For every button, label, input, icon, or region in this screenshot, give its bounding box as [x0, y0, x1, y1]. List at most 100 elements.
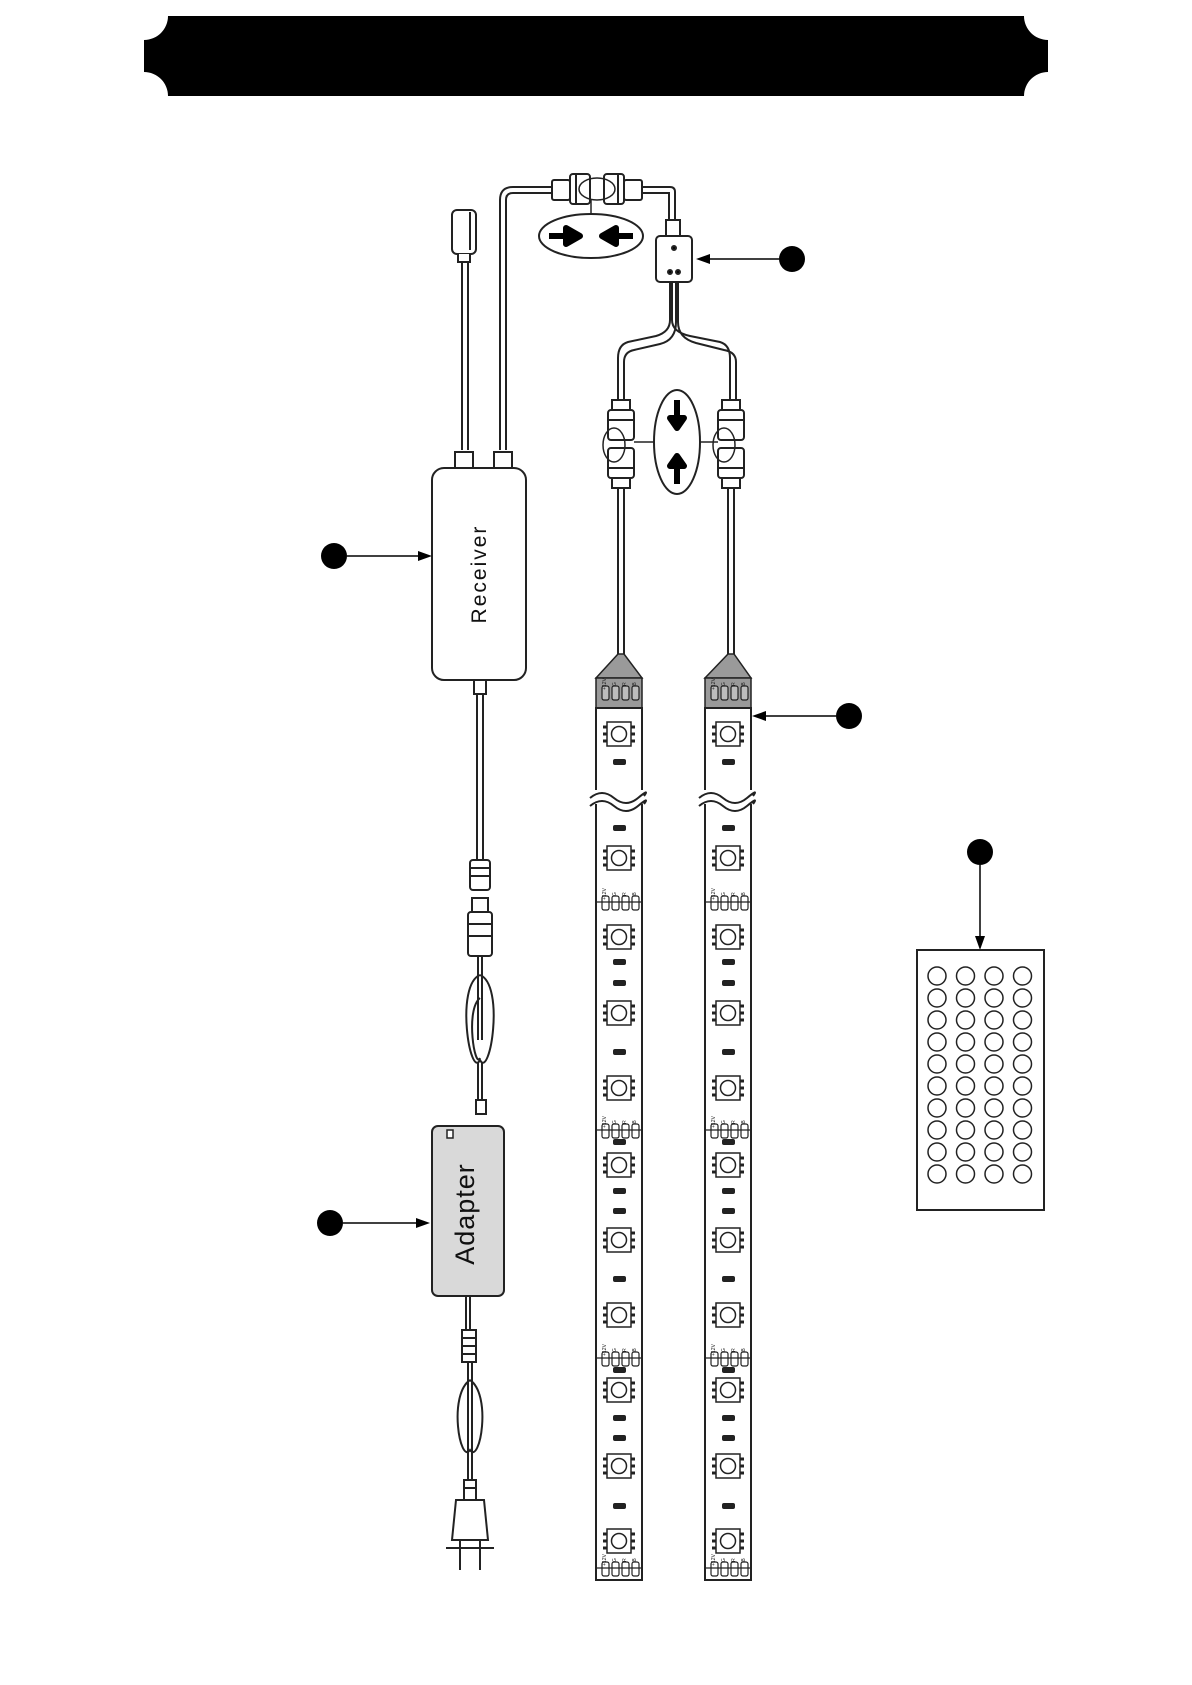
- resistor: [722, 825, 735, 831]
- pad-label: G: [721, 682, 727, 686]
- pad-label: R: [731, 1120, 737, 1124]
- resistor: [613, 980, 626, 986]
- solder-pad: [721, 1352, 728, 1366]
- led-chip: [603, 1303, 635, 1327]
- led-chip: [603, 1378, 635, 1402]
- led-strip-callout: [752, 703, 862, 729]
- led-strip: +12VGRB+12VGRB+12VGRB+12VGRB+12VGRB: [590, 654, 646, 1580]
- resistor: [722, 1503, 735, 1509]
- remote-button: [985, 1143, 1003, 1161]
- led-chip: [712, 1303, 744, 1327]
- resistor: [613, 959, 626, 965]
- resistor: [613, 1415, 626, 1421]
- resistor: [613, 1435, 626, 1441]
- resistor: [613, 825, 626, 831]
- pad-label: +12V: [711, 887, 717, 899]
- resistor: [722, 759, 735, 765]
- solder-pad: [741, 1124, 748, 1138]
- pad-label: G: [721, 1348, 727, 1352]
- pad-label: +12V: [602, 1115, 608, 1127]
- remote-callout: [967, 839, 993, 950]
- remote-button: [957, 1033, 975, 1051]
- remote-button: [928, 1165, 946, 1183]
- strip-end-cap: [596, 654, 642, 678]
- resistor: [613, 1367, 626, 1373]
- remote-button: [1014, 967, 1032, 985]
- pad-label: R: [731, 892, 737, 896]
- remote-button: [1014, 989, 1032, 1007]
- resistor: [613, 1049, 626, 1055]
- pad-label: R: [622, 892, 628, 896]
- remote-button: [985, 1165, 1003, 1183]
- resistor: [613, 1208, 626, 1214]
- solder-pad: [741, 1562, 748, 1576]
- solder-pad: [612, 1562, 619, 1576]
- receiver-label: Receiver: [468, 525, 491, 624]
- remote-button: [928, 1099, 946, 1117]
- led-chip: [712, 1228, 744, 1252]
- remote-button: [957, 1143, 975, 1161]
- splitter-cable: [642, 187, 675, 220]
- pad-label: +12V: [602, 887, 608, 899]
- resistor: [722, 1276, 735, 1282]
- strip-connector-right: [718, 400, 744, 488]
- receiver-plugs: [455, 452, 512, 468]
- led-chip: [603, 1529, 635, 1553]
- solder-pad: [622, 1352, 629, 1366]
- led-chip: [712, 1378, 744, 1402]
- solder-pad: [741, 896, 748, 910]
- resistor: [722, 980, 735, 986]
- pad-label: +12V: [602, 1553, 608, 1565]
- led-chip: [712, 1153, 744, 1177]
- solder-pad: [622, 1124, 629, 1138]
- solder-pad: [612, 1352, 619, 1366]
- remote-button: [985, 1077, 1003, 1095]
- solder-pad: [721, 896, 728, 910]
- pad-label: R: [622, 1558, 628, 1562]
- remote-button: [928, 1121, 946, 1139]
- resistor: [722, 1415, 735, 1421]
- solder-pad: [632, 896, 639, 910]
- pad-label: R: [731, 1348, 737, 1352]
- solder-pad: [632, 686, 639, 700]
- remote-button: [985, 1055, 1003, 1073]
- led-chip: [603, 1001, 635, 1025]
- remote-button: [1014, 1055, 1032, 1073]
- solder-pad: [622, 896, 629, 910]
- led-chip: [712, 722, 744, 746]
- pad-label: +12V: [602, 677, 608, 689]
- remote-button: [1014, 1165, 1032, 1183]
- solder-pad: [632, 1124, 639, 1138]
- remote-button: [985, 1121, 1003, 1139]
- resistor: [722, 1049, 735, 1055]
- resistor: [613, 1503, 626, 1509]
- led-chip: [603, 1454, 635, 1478]
- strip-end-cap: [705, 654, 751, 678]
- splitter-box: [656, 220, 692, 282]
- led-chip: [603, 1076, 635, 1100]
- resistor: [613, 1188, 626, 1194]
- remote-button: [1014, 1099, 1032, 1117]
- receiver-callout: [321, 543, 432, 569]
- pad-label: R: [731, 1558, 737, 1562]
- solder-pad: [741, 1352, 748, 1366]
- solder-pad: [731, 1562, 738, 1576]
- pad-label: G: [612, 682, 618, 686]
- resistor: [722, 1435, 735, 1441]
- remote-button: [928, 1033, 946, 1051]
- adapter-callout: [317, 1210, 430, 1236]
- remote-button: [928, 1011, 946, 1029]
- remote-button: [985, 1033, 1003, 1051]
- receiver-output-cable: [474, 680, 486, 860]
- vertical-arrows-bubble: [634, 390, 718, 494]
- pad-label: G: [612, 892, 618, 896]
- resistor: [722, 1139, 735, 1145]
- remote-button: [985, 1099, 1003, 1117]
- solder-pad: [731, 1352, 738, 1366]
- led-chip: [603, 1153, 635, 1177]
- receiver-box: Receiver: [432, 468, 526, 680]
- solder-pad: [741, 686, 748, 700]
- led-chip: [603, 722, 635, 746]
